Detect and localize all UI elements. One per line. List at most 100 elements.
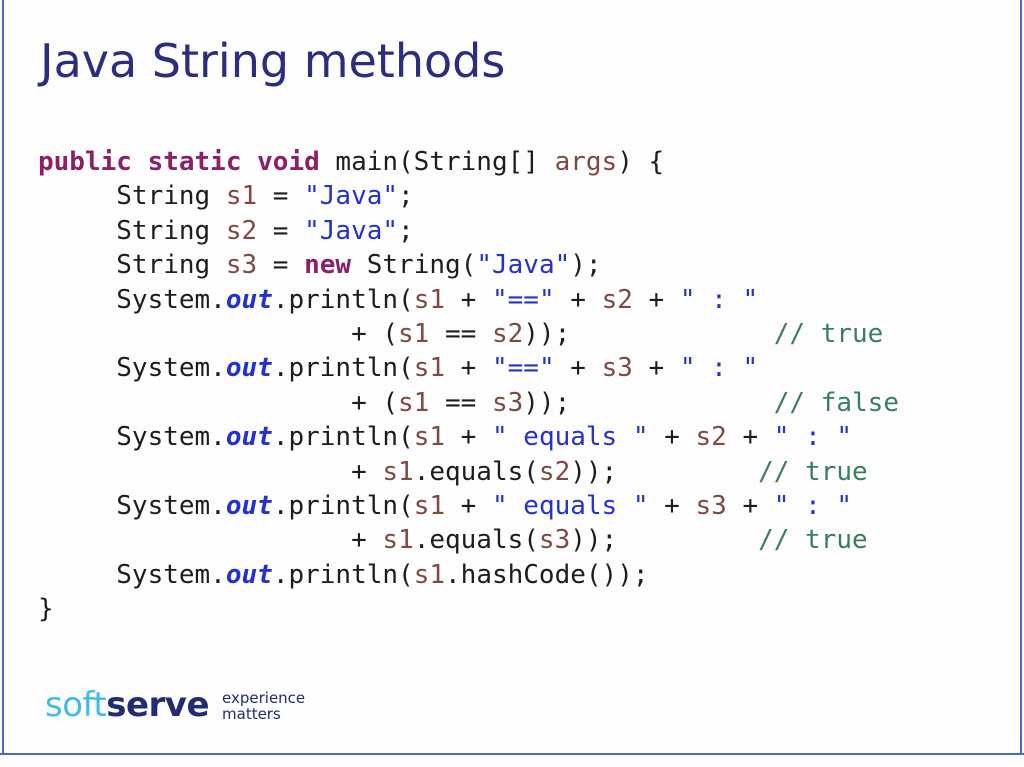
page-title: Java String methods <box>40 34 506 88</box>
code-token: "Java" <box>476 250 571 281</box>
code-line: + s1.equals(s2)); // true <box>38 455 899 489</box>
code-token: s3 <box>538 525 571 556</box>
logo-tagline-line1: experience <box>222 689 306 707</box>
frame-bottom-border <box>0 753 1024 755</box>
logo-wordmark: softserve <box>45 685 210 725</box>
code-line: String s2 = "Java"; <box>38 214 899 248</box>
code-token: s3 <box>491 387 524 418</box>
code-token: + <box>445 490 492 521</box>
logo-serve-text: serve <box>106 685 210 725</box>
code-token: + <box>726 422 774 453</box>
code-token: s1 <box>398 387 430 418</box>
code-token: ; <box>398 181 414 212</box>
code-line: System.out.println(s1 + "==" + s3 + " : … <box>38 351 899 385</box>
code-line: System.out.println(s1 + " equals " + s2 … <box>38 420 899 454</box>
code-line: + (s1 == s3)); // false <box>38 386 899 420</box>
code-token: = <box>257 215 305 246</box>
code-token: + <box>554 284 602 315</box>
code-token: s3 <box>695 490 727 521</box>
code-token: out <box>225 490 273 521</box>
code-token: // true <box>773 318 884 349</box>
code-token: " : " <box>679 353 759 384</box>
code-line: + (s1 == s2)); // true <box>38 317 899 351</box>
code-token: s2 <box>601 284 633 315</box>
code-token: main(String[] <box>319 147 555 177</box>
code-token: + <box>554 353 602 384</box>
code-token: s3 <box>601 353 633 384</box>
code-token: out <box>225 353 273 384</box>
code-token: + <box>648 490 696 521</box>
frame-right-border <box>1020 0 1022 754</box>
code-token: out <box>225 422 273 453</box>
code-token: public static void <box>38 147 320 177</box>
code-token: == <box>429 318 492 349</box>
frame-left-border <box>2 0 4 754</box>
code-token: "Java" <box>304 181 399 212</box>
code-token: args <box>554 147 618 177</box>
code-line: String s3 = new String("Java"); <box>38 248 899 282</box>
code-token: " : " <box>679 284 759 315</box>
code-token: .println( <box>272 559 414 590</box>
code-token: " : " <box>773 490 853 521</box>
code-token: // false <box>773 387 899 418</box>
code-token: // true <box>758 525 868 556</box>
code-token <box>570 388 774 418</box>
code-token: .equals( <box>413 525 539 556</box>
code-token: System. <box>38 422 226 453</box>
code-token: + <box>632 284 680 315</box>
code-token: + <box>726 490 774 521</box>
code-token: " equals " <box>491 422 649 453</box>
code-token: + <box>445 284 492 315</box>
code-token: s1 <box>382 456 414 487</box>
code-token <box>570 319 774 349</box>
code-token: + <box>445 422 492 453</box>
code-token: )); <box>570 525 618 556</box>
code-token: + <box>632 353 680 384</box>
code-line: System.out.println(s1 + "==" + s2 + " : … <box>38 283 899 317</box>
code-token: // true <box>758 456 868 487</box>
code-token: String <box>38 250 226 281</box>
code-token: + <box>648 422 696 453</box>
code-token: .equals( <box>413 456 539 487</box>
code-token: s1 <box>413 559 446 590</box>
logo-tagline-line2: matters <box>222 705 281 723</box>
code-token: == <box>429 387 492 418</box>
code-token: s1 <box>382 525 414 556</box>
code-token: )); <box>570 456 618 487</box>
code-token: " : " <box>773 422 853 453</box>
code-token: s2 <box>225 215 258 246</box>
code-token: s1 <box>225 181 258 212</box>
code-token: ; <box>398 215 414 246</box>
code-token: + <box>38 456 383 487</box>
code-token: new <box>304 250 352 281</box>
code-token: s2 <box>538 456 571 487</box>
code-token: + ( <box>38 387 399 418</box>
code-token: s1 <box>398 318 430 349</box>
code-line: } <box>38 592 899 626</box>
code-token: "==" <box>491 284 555 315</box>
code-token: = <box>257 181 305 212</box>
code-token: )); <box>523 318 571 349</box>
code-token: .println( <box>272 284 414 315</box>
code-token: s1 <box>413 490 446 521</box>
code-token: s1 <box>413 353 446 384</box>
code-token: s1 <box>413 422 446 453</box>
code-token: )); <box>523 387 571 418</box>
code-line: public static void main(String[] args) { <box>38 145 899 179</box>
code-token: s3 <box>225 250 258 281</box>
code-token: .println( <box>272 490 414 521</box>
code-token: String <box>38 215 226 246</box>
code-line: + s1.equals(s3)); // true <box>38 523 899 557</box>
code-token: System. <box>38 284 226 315</box>
code-token: s1 <box>413 284 446 315</box>
code-token <box>617 457 758 487</box>
code-token: s2 <box>491 318 524 349</box>
code-token: out <box>225 559 273 590</box>
code-token: + <box>38 525 383 556</box>
code-token: String( <box>351 250 477 281</box>
code-token: + ( <box>38 318 399 349</box>
code-line: System.out.println(s1.hashCode()); <box>38 558 899 592</box>
code-token: ) { <box>617 147 665 177</box>
code-block: public static void main(String[] args) {… <box>38 145 899 626</box>
